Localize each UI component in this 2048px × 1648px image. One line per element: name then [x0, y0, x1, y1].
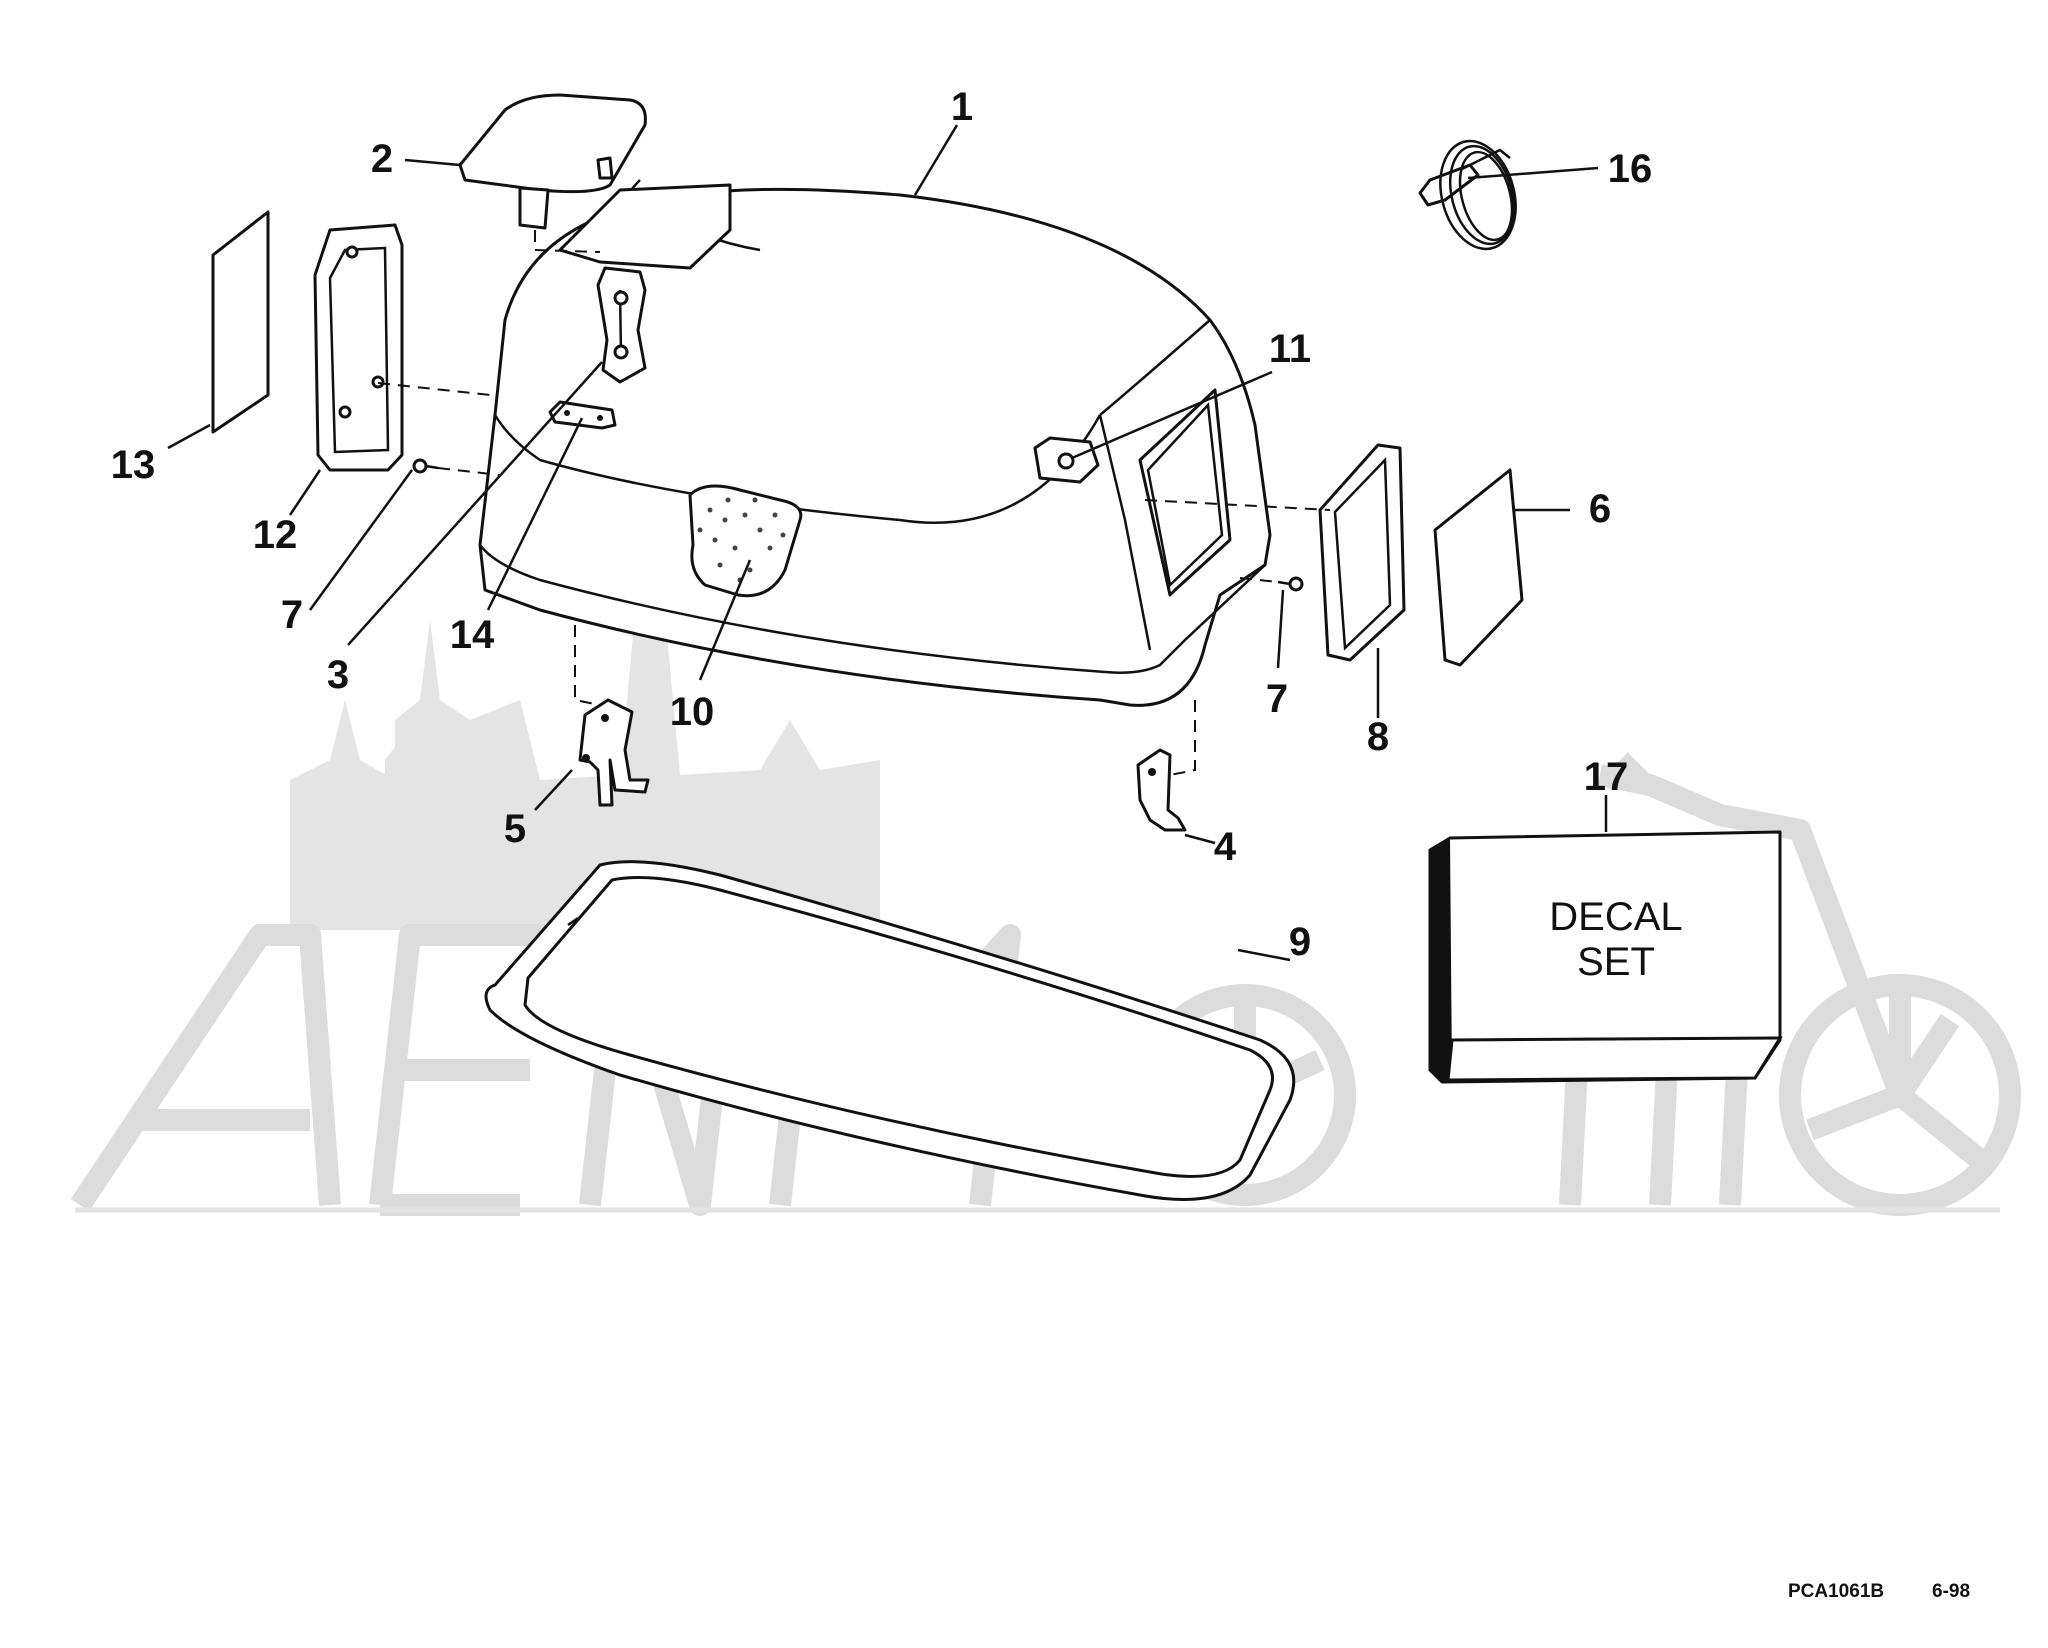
footer-date: 6-98 — [1932, 1581, 1970, 1602]
callout-labels: 1 2 16 11 6 13 12 7 14 3 10 7 8 5 4 17 9 — [111, 85, 1653, 964]
part-7-screw-left — [412, 458, 439, 474]
callout-12: 12 — [253, 513, 298, 557]
callout-7-left: 7 — [281, 593, 303, 637]
part-10-foam — [688, 484, 803, 598]
part-7-screw-right — [1277, 576, 1304, 592]
leader-lines — [167, 124, 1608, 962]
part-13-vent-screen-left — [211, 210, 270, 434]
part-12-vent-frame-left — [313, 223, 404, 472]
callout-14: 14 — [450, 613, 495, 657]
callout-5: 5 — [504, 807, 526, 851]
footer: PCA1061B 6-98 — [1788, 1581, 1970, 1602]
callout-3: 3 — [327, 653, 349, 697]
callout-7-right: 7 — [1266, 677, 1288, 721]
part-8-vent-frame-right — [1318, 443, 1406, 662]
callout-10: 10 — [670, 690, 715, 734]
part-6-vent-screen-right — [1433, 468, 1524, 667]
part-16-cable — [1418, 139, 1517, 251]
part-9-seal — [484, 860, 1296, 1201]
watermark-skyline — [290, 520, 880, 930]
cover-side-vent — [1138, 388, 1232, 597]
callout-6: 6 — [1589, 487, 1611, 531]
part-14-latch — [548, 400, 617, 430]
part-17-decal-set: DECAL SET — [1428, 830, 1783, 1084]
part-11-grommet — [1033, 436, 1100, 484]
callout-2: 2 — [371, 137, 393, 181]
decal-label-line2: SET — [1577, 940, 1655, 984]
callout-4: 4 — [1214, 825, 1237, 869]
callout-1: 1 — [951, 85, 973, 129]
callout-11: 11 — [1269, 327, 1311, 371]
cover-top-recess — [558, 183, 732, 270]
callout-8: 8 — [1367, 715, 1389, 759]
part-3-screw-detail — [596, 266, 647, 384]
part-5-bracket — [578, 698, 650, 807]
callout-16: 16 — [1608, 147, 1653, 191]
decal-label-line1: DECAL — [1549, 895, 1682, 939]
part-2-cap — [458, 93, 647, 230]
assembly-lines — [377, 230, 1331, 776]
part-4-bracket — [1136, 748, 1187, 832]
callout-17: 17 — [1584, 755, 1629, 799]
footer-code: PCA1061B — [1788, 1581, 1884, 1602]
callout-13: 13 — [111, 443, 156, 487]
callout-9: 9 — [1289, 920, 1311, 964]
